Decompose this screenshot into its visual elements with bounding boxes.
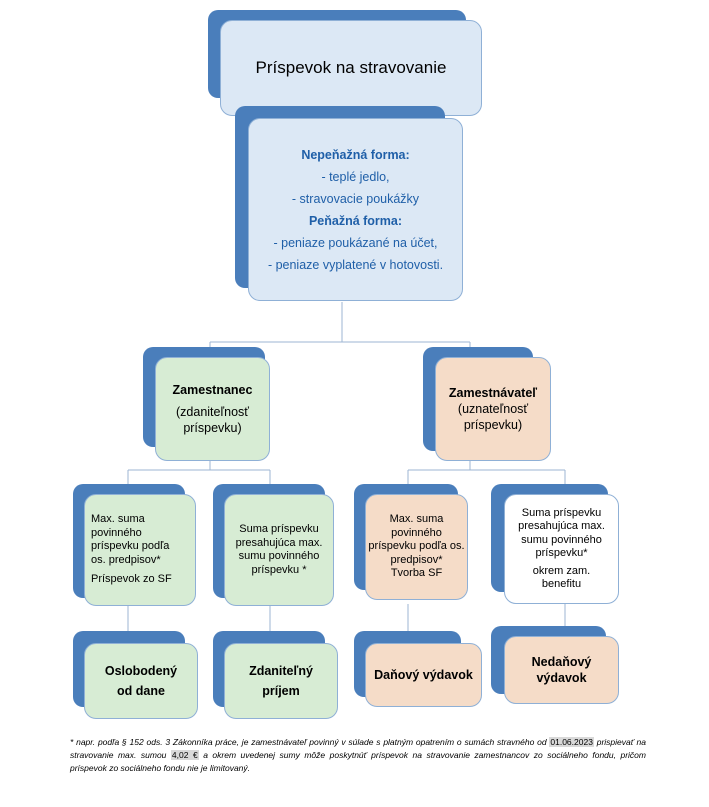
empr-left-line3: príspevku podľa os.: [368, 540, 465, 553]
employee-title: Zamestnanec: [172, 383, 253, 397]
emp-right-line4: príspevku *: [251, 563, 307, 576]
result-nondeductible-line2: výdavok: [536, 671, 587, 685]
monetary-item: - peniaze vyplatené v hotovosti.: [267, 257, 444, 272]
result-tax-free-line2: od dane: [117, 684, 165, 698]
result-taxable-box: Zdaniteľný príjem: [224, 643, 338, 719]
nonmonetary-heading: Nepeňažná forma:: [301, 147, 410, 162]
employer-subtitle-1: (uznateľnosť: [457, 402, 529, 416]
empr-right-line5: okrem zam.: [532, 564, 591, 577]
emp-right-line2: presahujúca max.: [235, 536, 323, 549]
emp-left-line2: povinného: [91, 526, 142, 539]
empr-left-line1: Max. suma: [389, 513, 444, 526]
empr-right-line1: Suma príspevku: [521, 506, 602, 519]
emp-right-line3: sumu povinného: [238, 550, 320, 562]
footnote-part3: a okrem uvedenej sumy môže poskytnúť prí…: [70, 750, 646, 773]
title-box: Príspevok na stravovanie: [220, 20, 482, 116]
result-nondeductible-line1: Nedaňový: [531, 655, 592, 669]
empr-right-box: Suma príspevku presahujúca max. sumu pov…: [504, 494, 619, 604]
emp-right-line1: Suma príspevku: [239, 523, 319, 535]
result-deductible-box: Daňový výdavok: [365, 643, 482, 707]
nonmonetary-item: - teplé jedlo,: [321, 169, 390, 184]
result-tax-free-box: Oslobodený od dane: [84, 643, 198, 719]
footnote-amount: 4,02 €: [170, 750, 199, 760]
empr-left-line2: povinného: [391, 526, 442, 539]
monetary-heading: Peňažná forma:: [308, 213, 403, 228]
empr-right-line6: benefitu: [541, 578, 582, 590]
emp-left-line5: Príspevok zo SF: [91, 573, 172, 586]
employee-box: Zamestnanec (zdaniteľnosť príspevku): [155, 357, 270, 461]
employee-subtitle-2: príspevku): [183, 421, 242, 435]
result-nondeductible-box: Nedaňový výdavok: [504, 636, 619, 704]
empr-right-line4: príspevku*: [535, 547, 588, 559]
employer-subtitle-2: príspevku): [463, 418, 523, 432]
emp-left-line1: Max. suma: [91, 513, 145, 526]
result-taxable-line1: Zdaniteľný: [249, 664, 313, 678]
emp-left-box: Max. suma povinného príspevku podľa os. …: [84, 494, 196, 606]
footnote-date: 01.06.2023: [549, 737, 594, 747]
employer-box: Zamestnávateľ (uznateľnosť príspevku): [435, 357, 551, 461]
nonmonetary-item: - stravovacie poukážky: [291, 191, 420, 206]
emp-left-line3: príspevku podľa: [91, 540, 170, 553]
employer-title: Zamestnávateľ: [448, 386, 538, 400]
diagram-title: Príspevok na stravovanie: [255, 58, 447, 77]
empr-left-line5: Tvorba SF: [390, 567, 443, 580]
empr-right-line3: sumu povinného: [521, 533, 602, 546]
footnote: * napr. podľa § 152 ods. 3 Zákonníka prá…: [70, 736, 646, 775]
empr-right-line2: presahujúca max.: [518, 520, 605, 532]
emp-left-line4: os. predpisov*: [91, 553, 161, 566]
result-deductible-text: Daňový výdavok: [374, 668, 473, 682]
empr-left-line4: predpisov*: [390, 553, 443, 566]
empr-left-box: Max. suma povinného príspevku podľa os. …: [365, 494, 468, 600]
result-tax-free-line1: Oslobodený: [104, 664, 178, 678]
employee-subtitle-1: (zdaniteľnosť: [176, 405, 249, 419]
forms-box: Nepeňažná forma: - teplé jedlo, - stravo…: [248, 118, 463, 301]
emp-right-box: Suma príspevku presahujúca max. sumu pov…: [224, 494, 334, 606]
footnote-part2: prispievať na stravovanie max. sumou: [70, 737, 646, 760]
result-taxable-line2: príjem: [262, 684, 300, 698]
footnote-part1: * napr. podľa § 152 ods. 3 Zákonníka prá…: [70, 737, 550, 747]
monetary-item: - peniaze poukázané na účet,: [273, 235, 438, 250]
